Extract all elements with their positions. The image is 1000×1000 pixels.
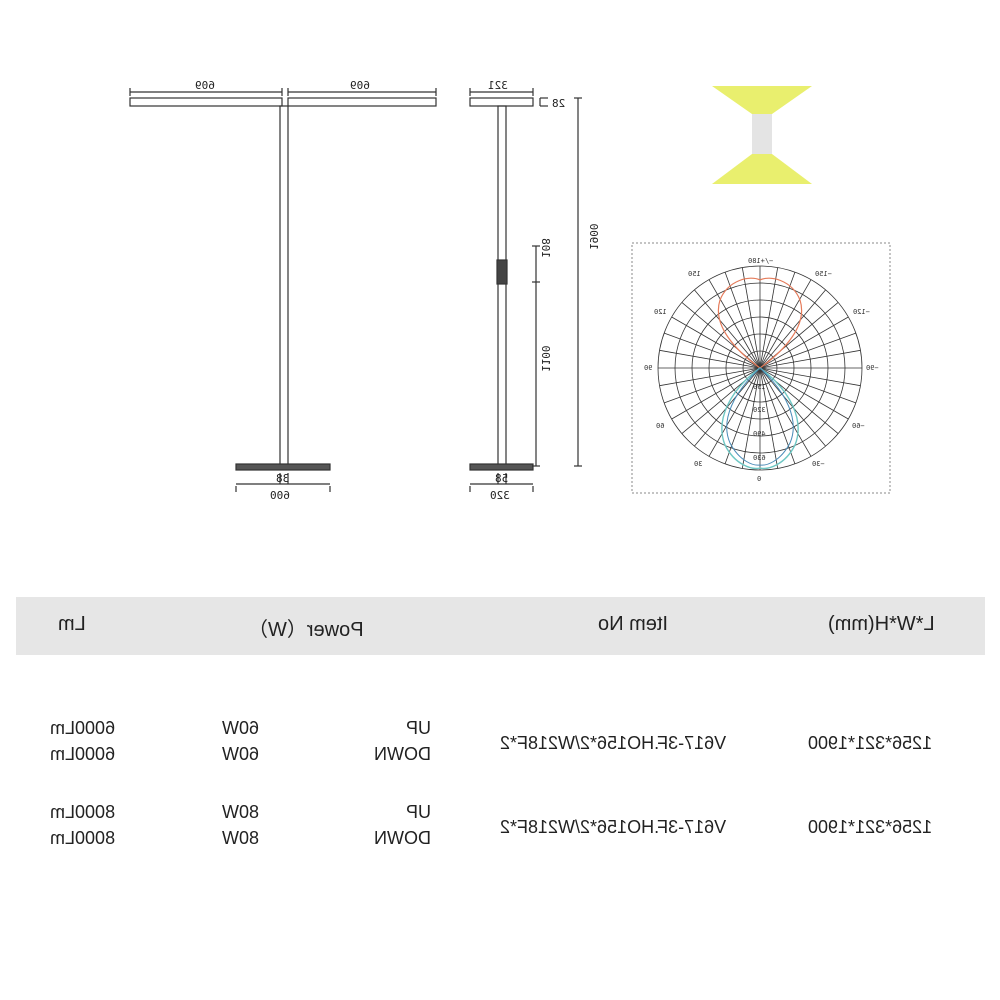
power-up: 80W (222, 802, 260, 822)
cell-lm: 8000Lm 8000Lm (50, 799, 115, 851)
polar-label-30: 30 (694, 460, 702, 468)
polar-spoke (759, 332, 856, 369)
cell-item-no: V617-3F.HO156*2/W218F*2 (500, 733, 727, 753)
side-base (469, 463, 534, 471)
polar-spoke (724, 367, 761, 464)
switch-block (496, 259, 508, 285)
polar-ring-3: 490 (753, 430, 766, 438)
polar-spoke (759, 279, 812, 369)
header-item-no: Item No (598, 613, 669, 635)
polar-spoke (759, 367, 812, 457)
polar-label-90: 90 (644, 364, 652, 372)
polar-spoke (659, 367, 761, 387)
light-distribution-icon (712, 86, 812, 184)
cell-direction: UP DOWN (374, 799, 431, 851)
dim-right-arm: 609 (350, 79, 370, 92)
polar-spoke (759, 289, 826, 369)
header-power: Power（W） (248, 619, 364, 641)
front-view (129, 88, 437, 492)
dir-up: UP (405, 718, 431, 738)
dim-base-depth-inner: 58 (495, 472, 508, 485)
polar-spoke (741, 367, 761, 469)
polar-label-m120: −120 (853, 308, 870, 316)
polar-spoke (708, 279, 761, 369)
polar-label-150: 150 (688, 270, 701, 278)
polar-spoke (759, 267, 779, 369)
polar-spoke (759, 316, 849, 369)
polar-label-m30: −30 (812, 460, 825, 468)
dim-base-width: 600 (270, 489, 290, 502)
polar-spoke (759, 349, 861, 369)
polar-spoke (759, 367, 779, 469)
polar-spoke (664, 367, 761, 404)
polar-ring-1: 150 (753, 383, 766, 391)
side-pole (497, 105, 507, 467)
curve-down-a (721, 367, 799, 470)
power-up: 60W (222, 718, 260, 738)
dim-switch-len: 108 (539, 238, 552, 258)
cell-lm: 6000Lm 6000Lm (50, 715, 115, 767)
polar-ring-2: 320 (753, 406, 766, 414)
header-lwh: L*W*H(mm) (828, 613, 935, 635)
lm-down: 6000Lm (50, 744, 116, 764)
dir-up: UP (405, 802, 431, 822)
polar-spoke (671, 367, 761, 420)
polar-spoke (741, 267, 761, 369)
side-head (469, 97, 534, 107)
dir-down: DOWN (374, 744, 431, 764)
polar-spoke (664, 332, 761, 369)
cell-direction: UP DOWN (374, 715, 431, 767)
spec-table: L*W*H(mm) Item No Power（W） Lm 1256*321*1… (16, 597, 985, 897)
dim-left-arm: 609 (195, 79, 215, 92)
curve-down-b (726, 367, 794, 466)
polar-spoke (759, 367, 861, 387)
cell-power: 60W 60W (222, 715, 259, 767)
polar-ring-4: 630 (753, 454, 766, 462)
lm-up: 8000Lm (50, 802, 116, 822)
left-arm (129, 97, 283, 107)
table-header: L*W*H(mm) Item No Power（W） Lm (16, 597, 985, 655)
polar-spoke (759, 367, 849, 420)
dim-stem: 38 (276, 472, 289, 485)
cell-item-no: V617-3F.HO156*2/W218F*2 (500, 817, 727, 837)
polar-label-0: 0 (757, 475, 761, 483)
side-view (469, 88, 582, 492)
dim-thickness: 28 (552, 97, 565, 110)
polar-label-m90: −90 (866, 364, 879, 372)
cell-lwh: 1256*321*1900 (808, 817, 933, 837)
polar-spoke (759, 367, 856, 404)
power-down: 60W (222, 744, 260, 764)
curve-up (717, 277, 803, 369)
polar-spoke (724, 272, 761, 369)
polar-spoke (708, 367, 761, 457)
dim-height-total: 1900 (587, 224, 600, 251)
dim-pole-len: 1100 (539, 346, 552, 373)
dim-base-depth: 320 (490, 489, 510, 502)
polar-spoke (694, 289, 761, 369)
front-base (235, 463, 331, 471)
polar-spoke (659, 349, 761, 369)
power-down: 80W (222, 828, 260, 848)
polar-spoke (759, 367, 796, 464)
polar-diagram: −/+180 150 −150 120 −120 90 −90 60 −60 3… (631, 242, 891, 494)
polar-label-60: 60 (656, 422, 664, 430)
front-pole (279, 105, 289, 467)
polar-label-180: −/+180 (748, 257, 773, 265)
polar-spoke (671, 316, 761, 369)
polar-label-m60: −60 (852, 422, 865, 430)
technical-drawing: 609 609 38 600 321 28 1900 108 110 (129, 79, 891, 502)
header-lm: Lm (58, 613, 86, 635)
right-arm (287, 97, 437, 107)
cell-lwh: 1256*321*1900 (808, 733, 933, 753)
polar-label-120: 120 (654, 308, 667, 316)
dim-depth-top: 321 (488, 79, 508, 92)
dir-down: DOWN (374, 828, 431, 848)
cell-power: 80W 80W (222, 799, 259, 851)
polar-spoke (759, 272, 796, 369)
lm-up: 6000Lm (50, 718, 116, 738)
lm-down: 8000Lm (50, 828, 116, 848)
polar-label-m150: −150 (815, 270, 832, 278)
